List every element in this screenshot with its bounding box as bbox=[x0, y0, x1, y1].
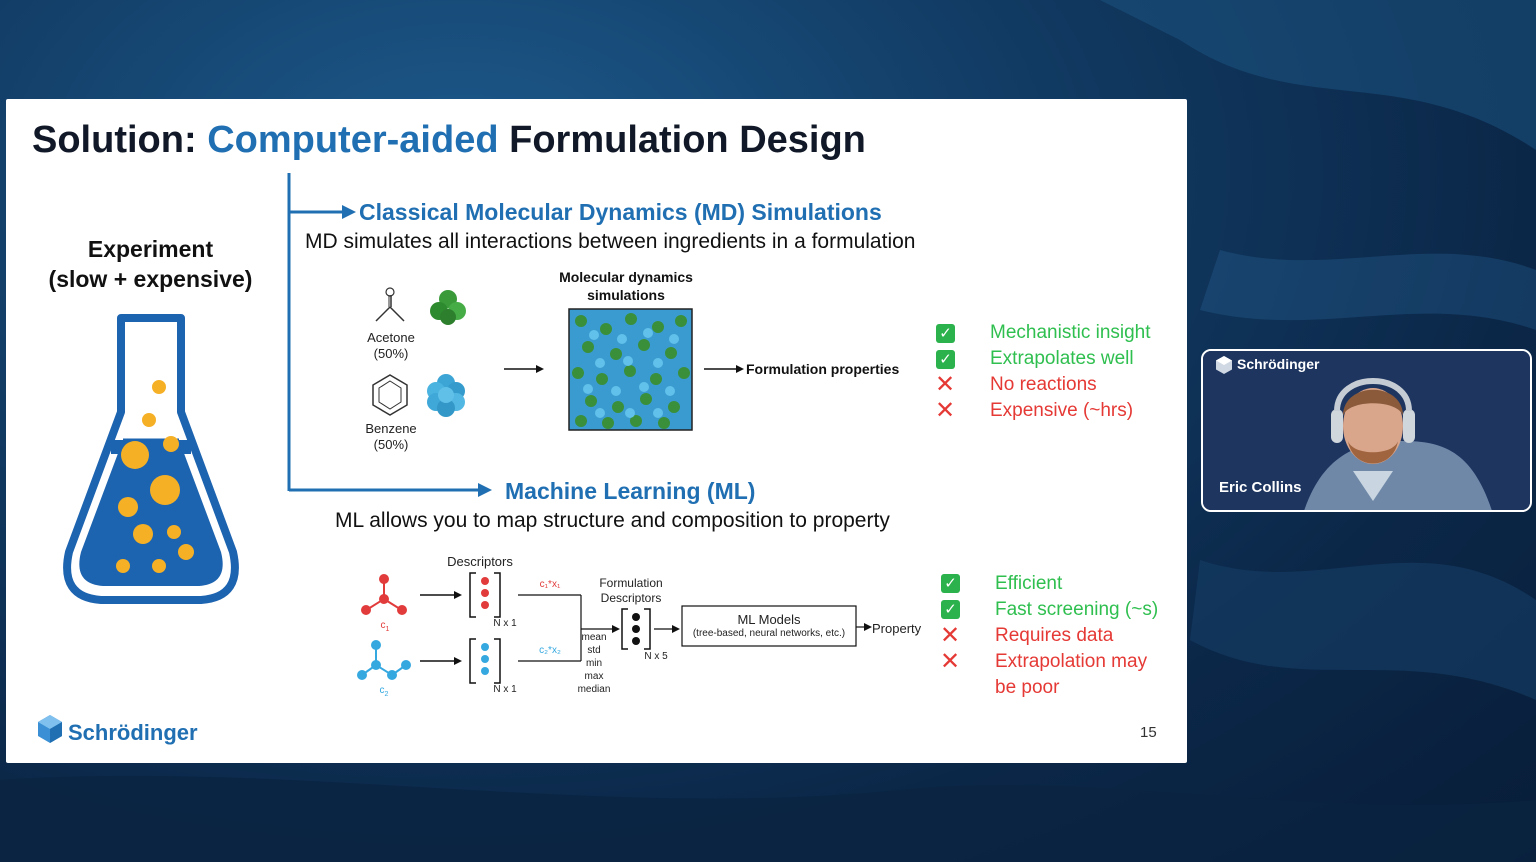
nx5-label: N x 5 bbox=[644, 651, 668, 662]
experiment-line2: (slow + expensive) bbox=[48, 266, 253, 292]
md-section-title: Classical Molecular Dynamics (MD) Simula… bbox=[359, 199, 882, 225]
title-suffix: Formulation Design bbox=[498, 119, 866, 161]
sim-label-line2: simulations bbox=[587, 287, 665, 303]
ml-section-title: Machine Learning (ML) bbox=[505, 478, 756, 504]
ml-diagram bbox=[357, 572, 872, 684]
benzene-structure-icon bbox=[372, 374, 408, 416]
aggregation-list: mean std min max median bbox=[572, 631, 616, 696]
md-pro-2: Extrapolates well bbox=[990, 348, 1134, 369]
ml-models-label: ML Models bbox=[737, 612, 801, 627]
simulation-box-image bbox=[568, 308, 693, 431]
molecule2-icon bbox=[357, 640, 411, 680]
slide-logo-text: Schrödinger bbox=[68, 720, 198, 745]
ml-con-2: Extrapolation may bbox=[995, 651, 1148, 672]
agg-mean: mean bbox=[581, 632, 607, 643]
c2-subscript: 2 bbox=[384, 691, 389, 698]
video-brand-label: Schrödinger bbox=[1237, 356, 1320, 372]
presentation-slide: Solution: Computer-aided Formulation Des… bbox=[6, 99, 1187, 763]
agg-median: median bbox=[577, 684, 611, 695]
flask-icon bbox=[63, 314, 239, 604]
cross-icon: ✕ bbox=[935, 371, 956, 398]
md-section-subtitle: MD simulates all interactions between in… bbox=[305, 230, 916, 253]
cross-icon: ✕ bbox=[940, 622, 961, 649]
c1-letter: c bbox=[380, 620, 386, 631]
benzene-percent: (50%) bbox=[373, 437, 409, 452]
title-accent: Computer-aided bbox=[207, 119, 499, 161]
ml-pro-2: Fast screening (~s) bbox=[995, 599, 1159, 620]
cross-icon: ✕ bbox=[935, 397, 956, 424]
check-icon: ✓ bbox=[936, 324, 955, 343]
check-icon: ✓ bbox=[941, 574, 960, 593]
acetone-percent: (50%) bbox=[373, 346, 409, 361]
weight1-label: c₁*x₁ bbox=[539, 579, 561, 590]
speaker-video-tile[interactable]: Schrödinger Eric Collins bbox=[1201, 349, 1532, 512]
c1-subscript: 1 bbox=[385, 626, 390, 633]
md-diagram bbox=[372, 287, 744, 431]
title-prefix: Solution: bbox=[32, 119, 208, 161]
nx1-b-label: N x 1 bbox=[493, 684, 517, 695]
formulation-descriptors-line2: Descriptors bbox=[600, 591, 662, 605]
formulation-descriptors-line1: Formulation bbox=[599, 576, 663, 590]
schrodinger-logo-icon bbox=[38, 715, 62, 743]
formulation-properties-label: Formulation properties bbox=[746, 361, 900, 377]
molecule1-icon bbox=[361, 574, 407, 615]
speaker-name: Eric Collins bbox=[1219, 479, 1302, 496]
c1-label: c1 bbox=[379, 620, 391, 633]
agg-std: std bbox=[587, 645, 601, 656]
check-icon: ✓ bbox=[941, 600, 960, 619]
benzene-label: Benzene bbox=[365, 421, 417, 436]
ml-models-sub: (tree-based, neural networks, etc.) bbox=[692, 628, 846, 639]
md-con-1: No reactions bbox=[990, 374, 1097, 395]
video-logo-icon bbox=[1216, 356, 1232, 374]
slide-title: Solution: Computer-aided Formulation Des… bbox=[32, 119, 866, 162]
acetone-model-icon bbox=[430, 290, 466, 325]
sim-label-line1: Molecular dynamics bbox=[559, 269, 693, 285]
agg-max: max bbox=[584, 671, 604, 682]
experiment-heading: Experiment (slow + expensive) bbox=[28, 234, 273, 294]
acetone-structure-icon bbox=[375, 287, 405, 322]
ml-pro-1: Efficient bbox=[995, 573, 1063, 594]
agg-min: min bbox=[585, 658, 603, 669]
experiment-line1: Experiment bbox=[87, 236, 214, 262]
branch-arrows bbox=[287, 173, 492, 497]
c2-label: c2 bbox=[378, 685, 390, 698]
descriptors-label: Descriptors bbox=[447, 554, 513, 569]
speaker-video-frame bbox=[1203, 351, 1530, 510]
property-label: Property bbox=[872, 621, 922, 636]
check-icon: ✓ bbox=[936, 350, 955, 369]
nx1-a-label: N x 1 bbox=[493, 618, 517, 629]
ml-con-1: Requires data bbox=[995, 625, 1114, 646]
c2-letter: c bbox=[379, 685, 385, 696]
acetone-label: Acetone bbox=[367, 330, 415, 345]
md-con-2: Expensive (~hrs) bbox=[990, 400, 1134, 421]
ml-section-subtitle: ML allows you to map structure and compo… bbox=[335, 509, 890, 532]
page-number: 15 bbox=[1140, 724, 1157, 741]
cross-icon: ✕ bbox=[940, 648, 961, 675]
ml-con-2-cont: be poor bbox=[995, 677, 1060, 698]
weight2-label: c₂*x₂ bbox=[539, 645, 561, 656]
md-pro-1: Mechanistic insight bbox=[990, 322, 1151, 343]
benzene-model-icon bbox=[427, 374, 465, 417]
